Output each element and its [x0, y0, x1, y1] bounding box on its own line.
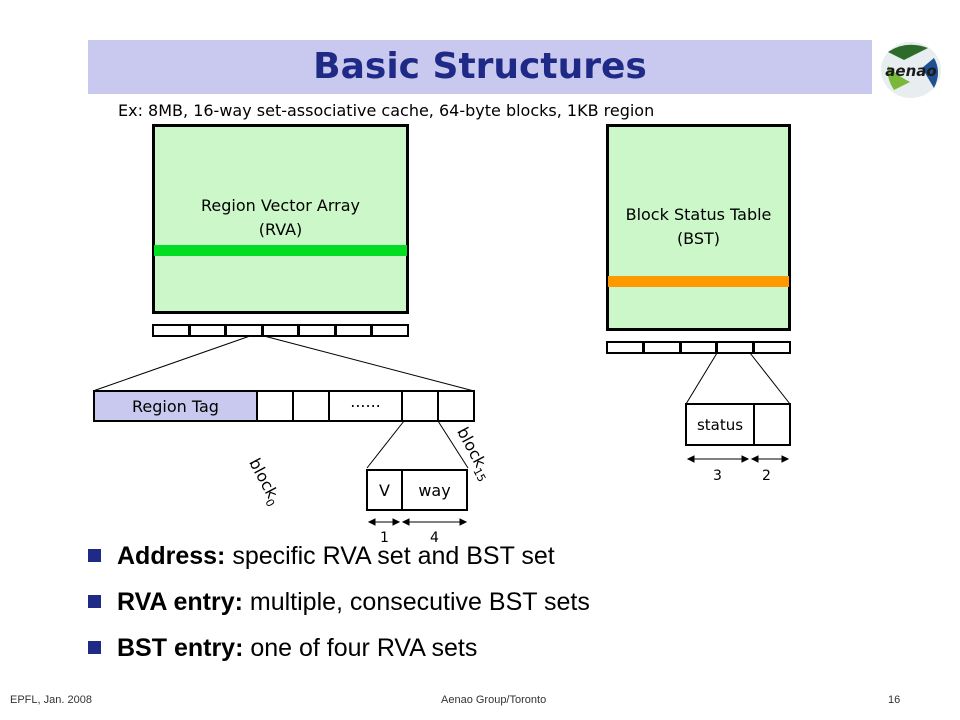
block-field — [403, 392, 439, 420]
bst-label: Block Status Table(BST) — [625, 205, 772, 248]
title-bar — [88, 40, 872, 94]
bst-set-cells — [606, 341, 791, 354]
rva-selected-row — [154, 245, 407, 256]
block-entry: V way — [366, 469, 468, 511]
rva-entry: Region Tag ...... — [93, 390, 475, 422]
rva-label: Region Vector Array(RVA) — [200, 196, 361, 239]
way-bit-width: 4 — [430, 530, 439, 546]
rva-box — [152, 124, 409, 314]
footer-left: EPFL, Jan. 2008 — [10, 694, 92, 706]
valid-bit-field: V — [368, 471, 403, 509]
other-bit-width: 2 — [762, 468, 771, 484]
svg-text:aenao: aenao — [885, 62, 936, 80]
v-bit-width: 1 — [380, 530, 389, 546]
bullet-item: BST entry: one of four RVA sets — [88, 634, 477, 663]
bst-other-field — [755, 405, 789, 444]
bst-selected-row — [608, 276, 789, 287]
rva-set-cells — [152, 324, 409, 337]
example-caption: Ex: 8MB, 16-way set-associative cache, 6… — [118, 101, 655, 120]
bullet-square-icon — [88, 641, 101, 654]
aenao-logo: aenao — [881, 42, 941, 98]
bullet-item: RVA entry: multiple, consecutive BST set… — [88, 588, 590, 617]
way-field: way — [418, 480, 451, 500]
bst-box — [606, 124, 791, 331]
footer-center: Aenao Group/Toronto — [441, 694, 547, 706]
block-field — [294, 392, 330, 420]
ellipsis-field: ...... — [330, 392, 403, 420]
page-title: Basic Structures — [313, 46, 647, 87]
bullet-item: Address: specific RVA set and BST set — [88, 542, 555, 571]
bullet-square-icon — [88, 549, 101, 562]
page-number: 16 — [888, 694, 901, 706]
bullet-square-icon — [88, 595, 101, 608]
region-tag-field: Region Tag — [95, 392, 258, 420]
bst-entry: status — [685, 403, 791, 446]
status-bit-width: 3 — [713, 468, 722, 484]
block-field — [258, 392, 294, 420]
status-field: status — [687, 405, 755, 444]
block-field — [439, 392, 473, 420]
